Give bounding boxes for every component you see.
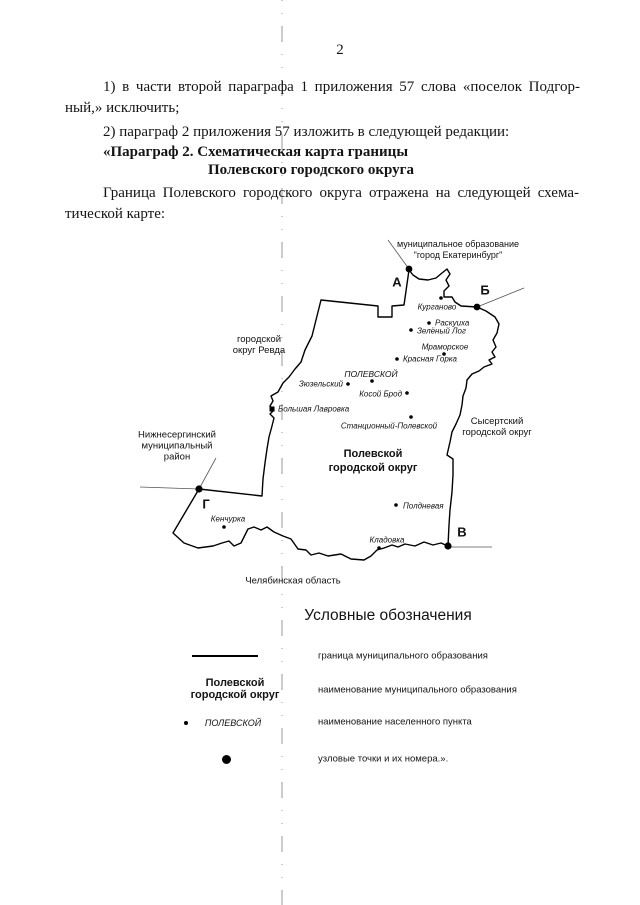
settlement-dot-zyuzelsky bbox=[346, 382, 350, 386]
settlement-dot-kurganovo bbox=[439, 296, 443, 300]
callout-ekaterinburg: муниципальное образование "город Екатери… bbox=[397, 239, 519, 261]
settlement-label-kladovka: Кладовка bbox=[369, 535, 405, 545]
paragraph-3-line-2: тической карте: bbox=[65, 206, 166, 222]
settlement-label-raskuiha: Раскуиха bbox=[435, 318, 470, 328]
settlement-label-stantsionny-polevskoy: Станционный-Полевской bbox=[340, 421, 438, 431]
legend-item-3-label: наименование населенного пункта bbox=[318, 716, 472, 728]
district-center-label: Полевской городской округ bbox=[329, 447, 418, 475]
legend-item-4-label: узловые точки и их номера.». bbox=[318, 753, 449, 765]
settlement-dot-mramorskoe bbox=[442, 352, 446, 356]
settlement-label-poldnevaya: Полдневая bbox=[403, 501, 444, 511]
node-dot-v bbox=[444, 542, 452, 550]
heading-line-2: Полевского городского округа bbox=[208, 162, 414, 178]
callout-line-1: муниципальное образование bbox=[396, 239, 520, 249]
paragraph-3-line-1: Граница Полевского городского округа отр… bbox=[103, 185, 579, 201]
node-leader-lines bbox=[139, 239, 525, 548]
paragraph-1-line-2: ный,» исключить; bbox=[65, 100, 180, 116]
settlement-label-kurganovo: Курганово bbox=[417, 302, 457, 312]
legend-item-2-label: наименование муниципального образования bbox=[318, 684, 517, 696]
region-label-revda: городской округ Ревда bbox=[233, 334, 285, 356]
node-dot-b bbox=[473, 303, 481, 311]
region-label-sysert: Сысертский городской округ bbox=[462, 416, 532, 438]
district-center-line-1: Полевской bbox=[343, 448, 403, 460]
legend-border-symbol bbox=[192, 655, 258, 657]
settlement-label-bolshaya-lavrovka: Большая Лавровка bbox=[278, 404, 350, 414]
settlement-label-mramorskoe: Мраморское bbox=[421, 342, 469, 352]
legend-municipality-symbol: Полевской городской округ bbox=[191, 677, 280, 701]
legend-municipality-line-2: городской округ bbox=[190, 689, 280, 701]
node-dot-g bbox=[195, 485, 203, 493]
settlement-dot-polevskoy bbox=[370, 379, 374, 383]
settlement-label-krasnaya-gorka: Красная Горка bbox=[403, 354, 457, 364]
legend-title: Условные обозначения bbox=[304, 607, 472, 624]
region-label-nizhneserginsky: Нижнесергинский муниципальный район bbox=[138, 430, 216, 463]
page-number: 2 bbox=[336, 42, 344, 58]
district-border-path bbox=[172, 268, 500, 561]
settlement-label-polevskoy: ПОЛЕВСКОЙ bbox=[344, 369, 398, 379]
legend-settlement-dot bbox=[184, 721, 188, 725]
heading-line-1: «Параграф 2. Схематическая карта границы bbox=[103, 144, 409, 160]
settlement-dot-zeleny-log bbox=[409, 328, 413, 332]
legend-settlement-symbol: ПОЛЕВСКОЙ bbox=[204, 718, 262, 728]
region-revda-line-2: округ Ревда bbox=[232, 345, 286, 356]
node-label-a: А bbox=[392, 274, 402, 290]
region-label-chelyabinsk: Челябинская область bbox=[245, 575, 341, 587]
settlement-label-zyuzelsky: Зюзельский bbox=[298, 379, 343, 389]
paragraph-1-line-1: 1) в части второй параграфа 1 приложения… bbox=[103, 79, 580, 95]
node-label-g: Г bbox=[202, 496, 210, 512]
region-nizhneserginsky-line-1: Нижнесергинский bbox=[138, 429, 216, 441]
settlement-dot-bolshaya-lavrovka bbox=[269, 406, 275, 412]
settlement-label-kosoy-brod: Косой Брод bbox=[359, 389, 402, 399]
region-sysert-line-1: Сысертский bbox=[470, 416, 524, 427]
paragraph-2: 2) параграф 2 приложения 57 изложить в с… bbox=[103, 124, 510, 140]
settlement-dot-kosoy-brod bbox=[405, 391, 409, 395]
region-nizhneserginsky-line-3: район bbox=[163, 451, 191, 463]
node-label-b: Б bbox=[480, 282, 490, 298]
node-dot-a bbox=[405, 265, 413, 273]
legend-municipality-line-1: Полевской bbox=[205, 677, 265, 689]
node-label-v: В bbox=[457, 524, 467, 540]
district-center-line-2: городской округ bbox=[328, 462, 418, 474]
region-nizhneserginsky-line-2: муниципальный bbox=[141, 440, 213, 452]
settlement-dot-stantsionny-polevskoy bbox=[409, 415, 413, 419]
settlement-label-kenchurka: Кенчурка bbox=[210, 514, 246, 524]
legend-node-dot bbox=[222, 755, 231, 764]
settlement-dot-raskuiha bbox=[427, 321, 431, 325]
settlement-label-zeleny-log: Зелёный Лог bbox=[417, 326, 466, 336]
region-sysert-line-2: городской округ bbox=[462, 427, 532, 438]
settlement-dot-kladovka bbox=[377, 546, 381, 550]
region-revda-line-1: городской bbox=[236, 334, 282, 345]
settlement-dot-poldnevaya bbox=[394, 503, 398, 507]
legend-item-1-label: граница муниципального образования bbox=[318, 650, 488, 662]
settlement-dot-krasnaya-gorka bbox=[395, 357, 399, 361]
callout-line-2: "город Екатеринбург" bbox=[413, 250, 503, 260]
settlement-dot-kenchurka bbox=[222, 525, 226, 529]
